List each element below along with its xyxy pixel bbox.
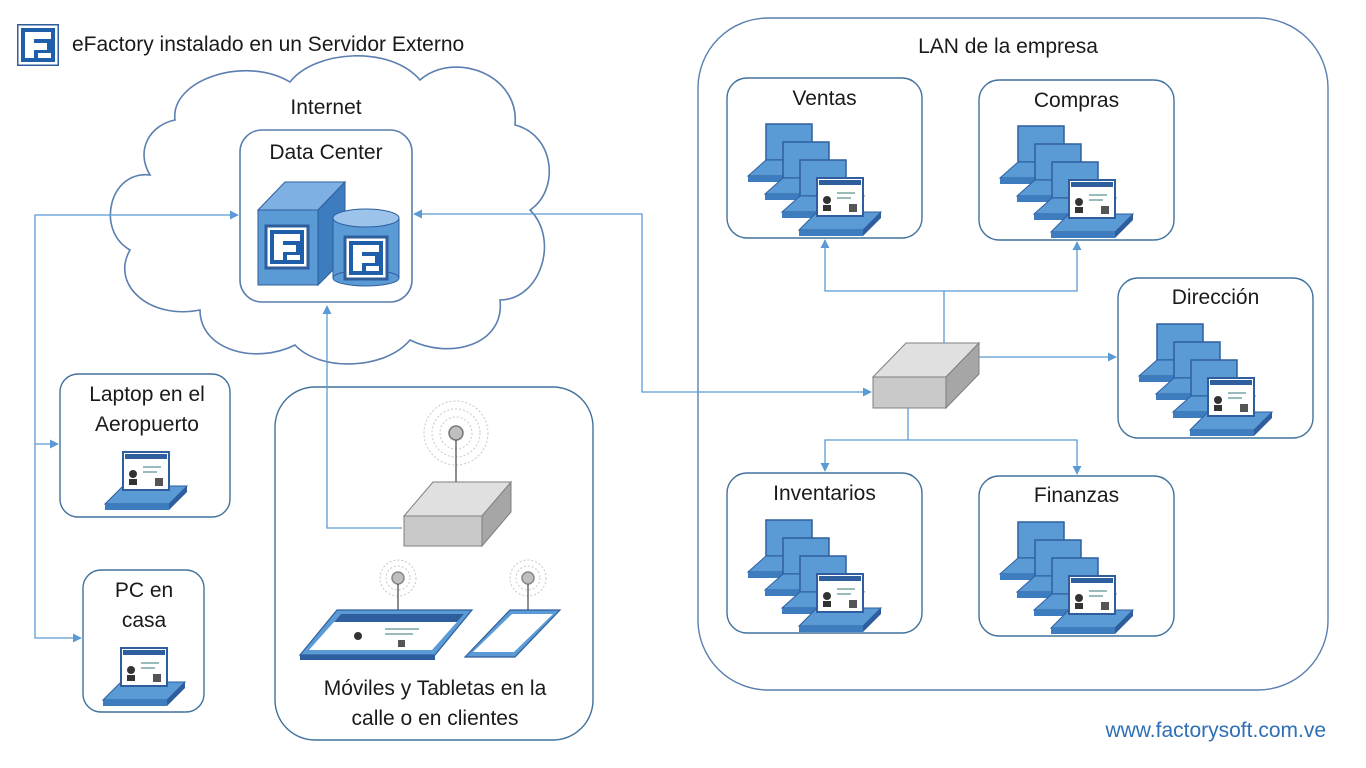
- page-title: eFactory instalado en un Servidor Extern…: [72, 33, 465, 56]
- server-icon: [256, 180, 347, 287]
- mobile-label: Móviles y Tabletas en la calle o en clie…: [323, 677, 547, 730]
- data-center-label: Data Center: [269, 141, 383, 164]
- tablet-icon: [298, 559, 474, 660]
- wifi-router-icon: [402, 400, 513, 548]
- lan-label: LAN de la empresa: [918, 35, 1098, 58]
- dept-label-finanzas: Finanzas: [1033, 484, 1120, 507]
- pc-label: PC en casa: [114, 579, 174, 632]
- dept-label-ventas: Ventas: [792, 87, 857, 110]
- dept-label-direccion: Dirección: [1171, 286, 1260, 309]
- efactory-logo-icon: [17, 24, 59, 66]
- database-icon: [332, 208, 400, 287]
- dept-label-inventarios: Inventarios: [773, 482, 876, 505]
- laptop-label: Laptop en el Aeropuerto: [89, 383, 205, 436]
- phone-icon: [463, 559, 562, 658]
- dept-label-compras: Compras: [1033, 89, 1120, 112]
- internet-label: Internet: [290, 96, 362, 119]
- switch-icon: [871, 341, 981, 410]
- website-link[interactable]: www.factorysoft.com.ve: [1105, 719, 1326, 742]
